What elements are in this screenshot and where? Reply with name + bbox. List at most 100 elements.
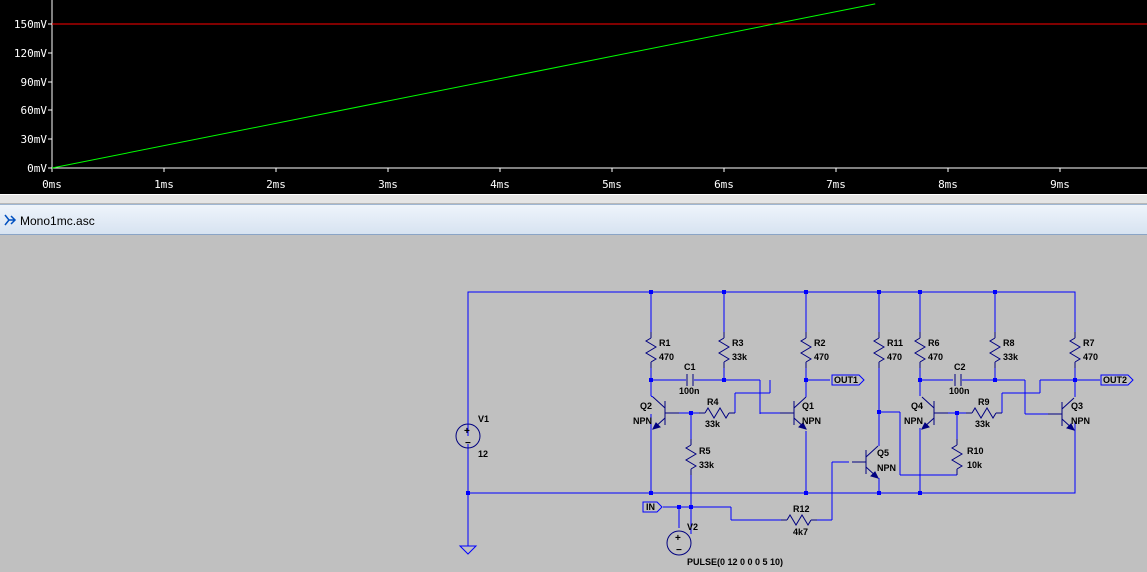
label-c1-value: 100n — [679, 386, 700, 396]
x-tick-label: 0ms — [42, 178, 62, 191]
label-r11-value: 470 — [887, 352, 902, 362]
svg-text:+: + — [675, 533, 681, 544]
x-tick-label: 8ms — [938, 178, 958, 191]
resistor-r10[interactable] — [951, 438, 963, 476]
y-tick-label: 150mV — [14, 18, 47, 31]
label-r11-name: R11 — [887, 338, 903, 348]
y-tick-label: 60mV — [21, 104, 48, 117]
pane-splitter[interactable] — [0, 194, 1147, 204]
label-q4-name: Q4 — [911, 401, 923, 411]
resistor-r5[interactable] — [685, 438, 697, 476]
label-r6-name: R6 — [928, 338, 940, 348]
svg-text:−: − — [676, 545, 682, 556]
label-r8-value: 33k — [1003, 352, 1019, 362]
x-tick-label: 6ms — [714, 178, 734, 191]
label-q2-model: NPN — [633, 416, 652, 426]
resistor-r1[interactable] — [645, 331, 657, 369]
label-v1-value: 12 — [478, 449, 488, 459]
label-r5-value: 33k — [699, 460, 715, 470]
x-tick-label: 5ms — [602, 178, 622, 191]
label-c1-name: C1 — [684, 362, 696, 372]
resistor-r6[interactable] — [914, 331, 926, 369]
resistor-r4[interactable] — [698, 407, 736, 419]
x-tick-label: 1ms — [154, 178, 174, 191]
x-tick-label: 3ms — [378, 178, 398, 191]
label-r1-value: 470 — [659, 352, 674, 362]
junctions — [466, 290, 1077, 509]
schematic-window-titlebar[interactable]: Mono1mc.asc — [0, 204, 1147, 235]
label-r8-name: R8 — [1003, 338, 1015, 348]
capacitor-c2[interactable] — [954, 374, 962, 386]
capacitor-c1[interactable] — [686, 374, 694, 386]
voltage-trace[interactable] — [51, 3, 876, 169]
label-q3-model: NPN — [1071, 416, 1090, 426]
label-r12-name: R12 — [793, 504, 810, 514]
label-r7-value: 470 — [1083, 352, 1098, 362]
resistor-r3[interactable] — [718, 331, 730, 369]
label-v2-value: PULSE(0 12 0 0 0 5 10) — [687, 557, 783, 567]
transistor-q4[interactable] — [921, 396, 949, 430]
label-v1-name: V1 — [478, 414, 489, 424]
window-title: Mono1mc.asc — [20, 214, 95, 228]
label-q1-name: Q1 — [802, 401, 814, 411]
x-tick-label: 2ms — [266, 178, 286, 191]
label-q5-model: NPN — [877, 463, 896, 473]
resistor-r2[interactable] — [800, 331, 812, 369]
label-r2-value: 470 — [814, 352, 829, 362]
component-labels: R1 470 R3 33k R2 470 R11 470 R6 470 R8 3… — [478, 338, 1098, 567]
resistor-r11[interactable] — [873, 331, 885, 369]
label-r5-name: R5 — [699, 446, 711, 456]
y-tick-label: 30mV — [21, 133, 48, 146]
label-r3-name: R3 — [732, 338, 744, 348]
label-q5-name: Q5 — [877, 448, 889, 458]
label-r10-value: 10k — [967, 460, 983, 470]
label-r1-name: R1 — [659, 338, 671, 348]
resistor-r7[interactable] — [1069, 331, 1081, 369]
plot-axes — [48, 0, 1147, 172]
transistor-q2[interactable] — [652, 396, 680, 430]
net-label-text: OUT2 — [1103, 375, 1127, 385]
label-q4-model: NPN — [904, 416, 923, 426]
resistor-r12[interactable] — [780, 514, 818, 526]
net-label-out2[interactable]: OUT2 — [1100, 374, 1134, 386]
ground-symbol[interactable] — [458, 545, 478, 555]
svg-text:−: − — [465, 438, 471, 449]
label-r4-name: R4 — [707, 397, 719, 407]
label-r10-name: R10 — [967, 446, 984, 456]
label-r4-value: 33k — [705, 419, 721, 429]
net-label-text: OUT1 — [834, 375, 858, 385]
wires[interactable] — [467, 291, 1100, 546]
label-q3-name: Q3 — [1071, 401, 1083, 411]
label-q2-name: Q2 — [640, 401, 652, 411]
label-r9-name: R9 — [978, 397, 990, 407]
label-c2-name: C2 — [954, 362, 966, 372]
voltage-source-v1[interactable]: + − — [455, 416, 481, 449]
x-tick-labels: 0ms 1ms 2ms 3ms 4ms 5ms 6ms 7ms 8ms 9ms — [42, 178, 1070, 191]
x-tick-label: 4ms — [490, 178, 510, 191]
label-r12-value: 4k7 — [793, 527, 808, 537]
net-label-in[interactable]: IN — [642, 501, 663, 513]
ltspice-schematic-icon — [3, 213, 17, 232]
label-r7-name: R7 — [1083, 338, 1095, 348]
x-tick-label: 7ms — [826, 178, 846, 191]
label-r2-name: R2 — [814, 338, 826, 348]
label-q1-model: NPN — [802, 416, 821, 426]
resistor-r9[interactable] — [965, 407, 1003, 419]
y-tick-label: 120mV — [14, 47, 47, 60]
resistor-r8[interactable] — [989, 331, 1001, 369]
waveform-plot[interactable]: 0mV 30mV 60mV 90mV 120mV 150mV 0ms 1ms 2… — [0, 0, 1147, 194]
label-v2-name: V2 — [687, 522, 698, 532]
net-label-out1[interactable]: OUT1 — [831, 374, 865, 386]
voltage-source-v2[interactable]: + − — [666, 530, 692, 556]
schematic-canvas[interactable]: + − + − OUT1 OUT2 IN R1 470 — [0, 236, 1147, 572]
svg-text:+: + — [464, 426, 470, 437]
net-label-text: IN — [646, 502, 655, 512]
y-tick-labels: 0mV 30mV 60mV 90mV 120mV 150mV — [14, 18, 47, 175]
y-tick-label: 90mV — [21, 76, 48, 89]
label-r3-value: 33k — [732, 352, 748, 362]
label-r6-value: 470 — [928, 352, 943, 362]
label-c2-value: 100n — [949, 386, 970, 396]
x-tick-label: 9ms — [1050, 178, 1070, 191]
y-tick-label: 0mV — [27, 162, 47, 175]
transistor-q5[interactable] — [851, 445, 879, 479]
